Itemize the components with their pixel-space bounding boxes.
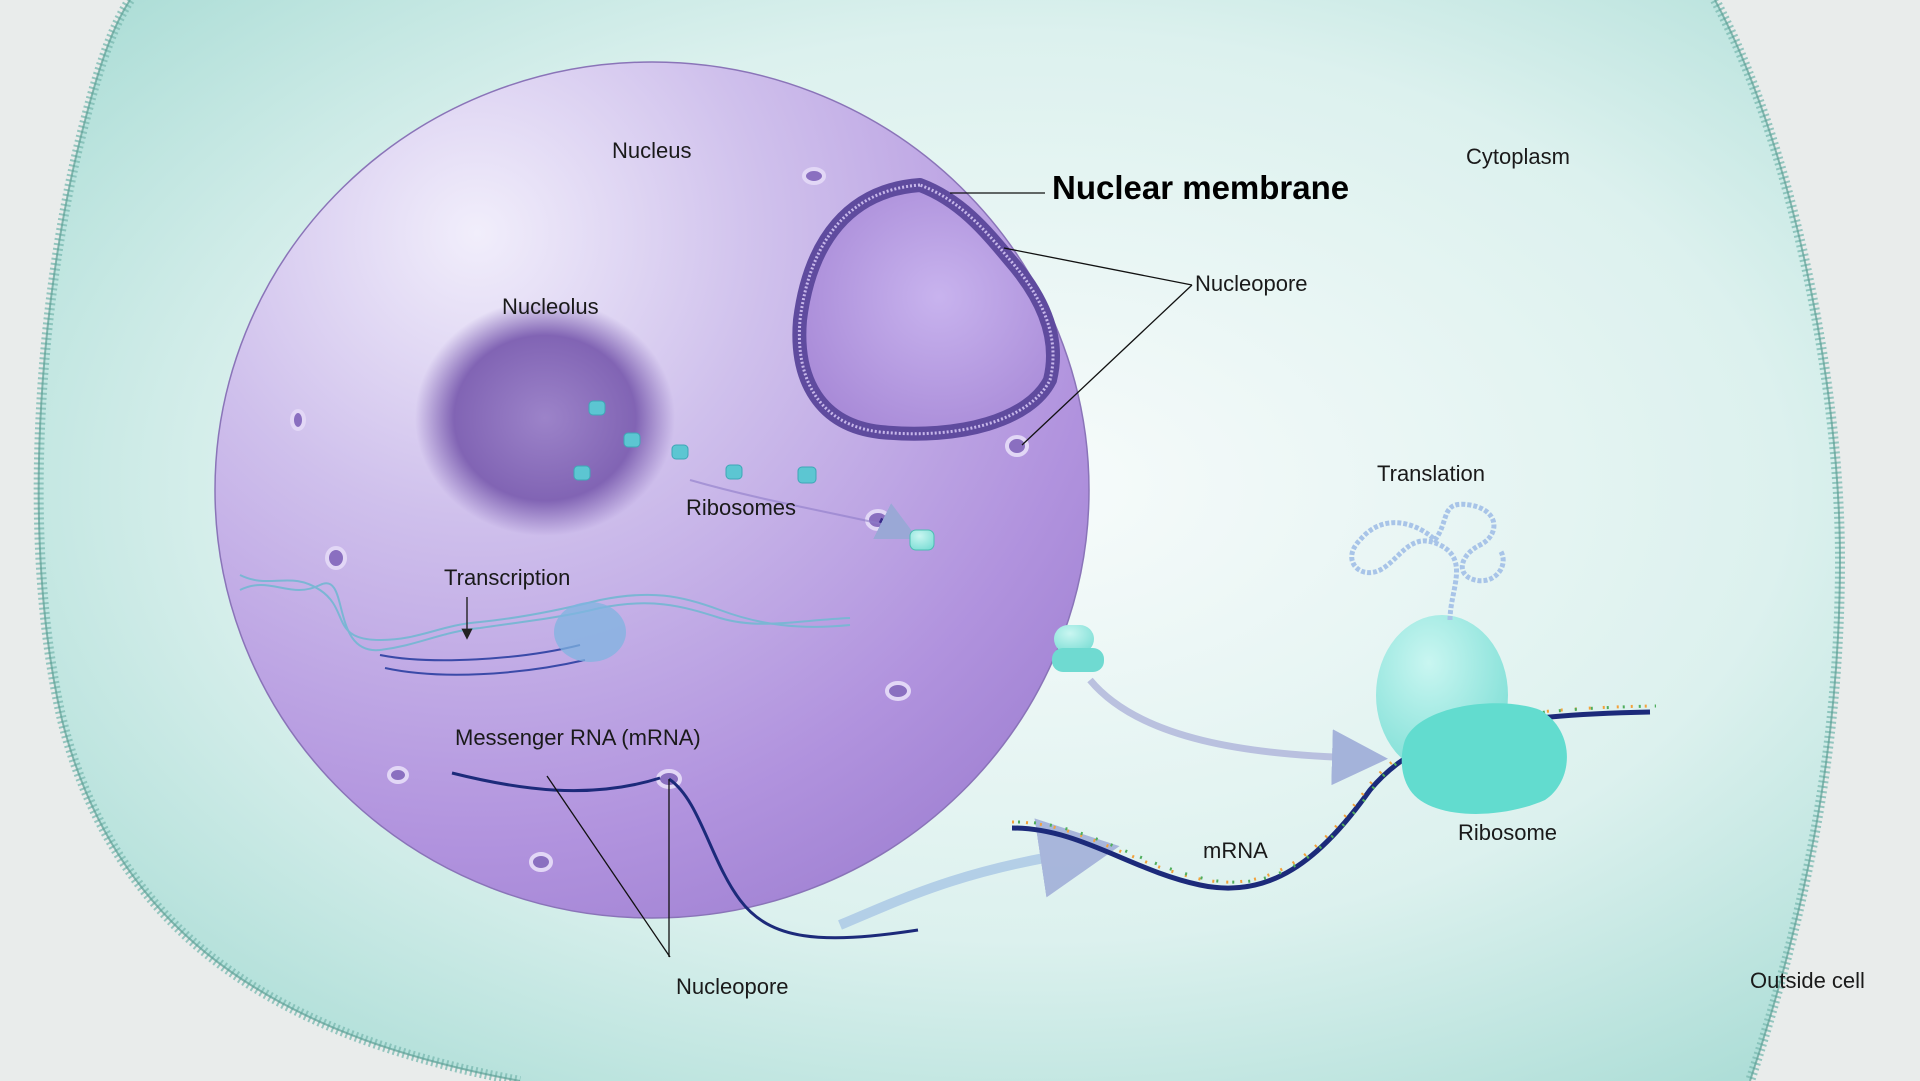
label-cytoplasm: Cytoplasm [1466,144,1570,169]
rna-polymerase [554,602,626,662]
label-translation: Translation [1377,461,1486,486]
label-nucleopore-top: Nucleopore [1195,271,1308,296]
nucleus [214,61,1090,919]
polypeptide-chain [1349,501,1506,621]
label-nuclear-membrane: Nuclear membrane [1052,169,1350,206]
leader-lines [546,192,1193,958]
ribosome-subunits [573,400,817,484]
label-nucleopore-bottom: Nucleopore [676,974,789,999]
dna-helix [239,574,851,652]
translating-ribosome [1376,615,1567,814]
exported-ribosome [1052,625,1104,672]
label-nucleus: Nucleus [612,138,692,163]
nucleolus [415,300,675,536]
label-mrna: mRNA [1203,838,1268,863]
mrna-strand-nucleus [451,771,661,793]
label-messenger-rna: Messenger RNA (mRNA) [455,725,701,750]
label-transcription: Transcription [444,565,571,590]
label-ribosomes: Ribosomes [686,495,797,520]
label-nucleolus: Nucleolus [502,294,599,319]
label-ribosome: Ribosome [1458,820,1558,845]
label-outside-cell: Outside cell [1750,968,1865,993]
